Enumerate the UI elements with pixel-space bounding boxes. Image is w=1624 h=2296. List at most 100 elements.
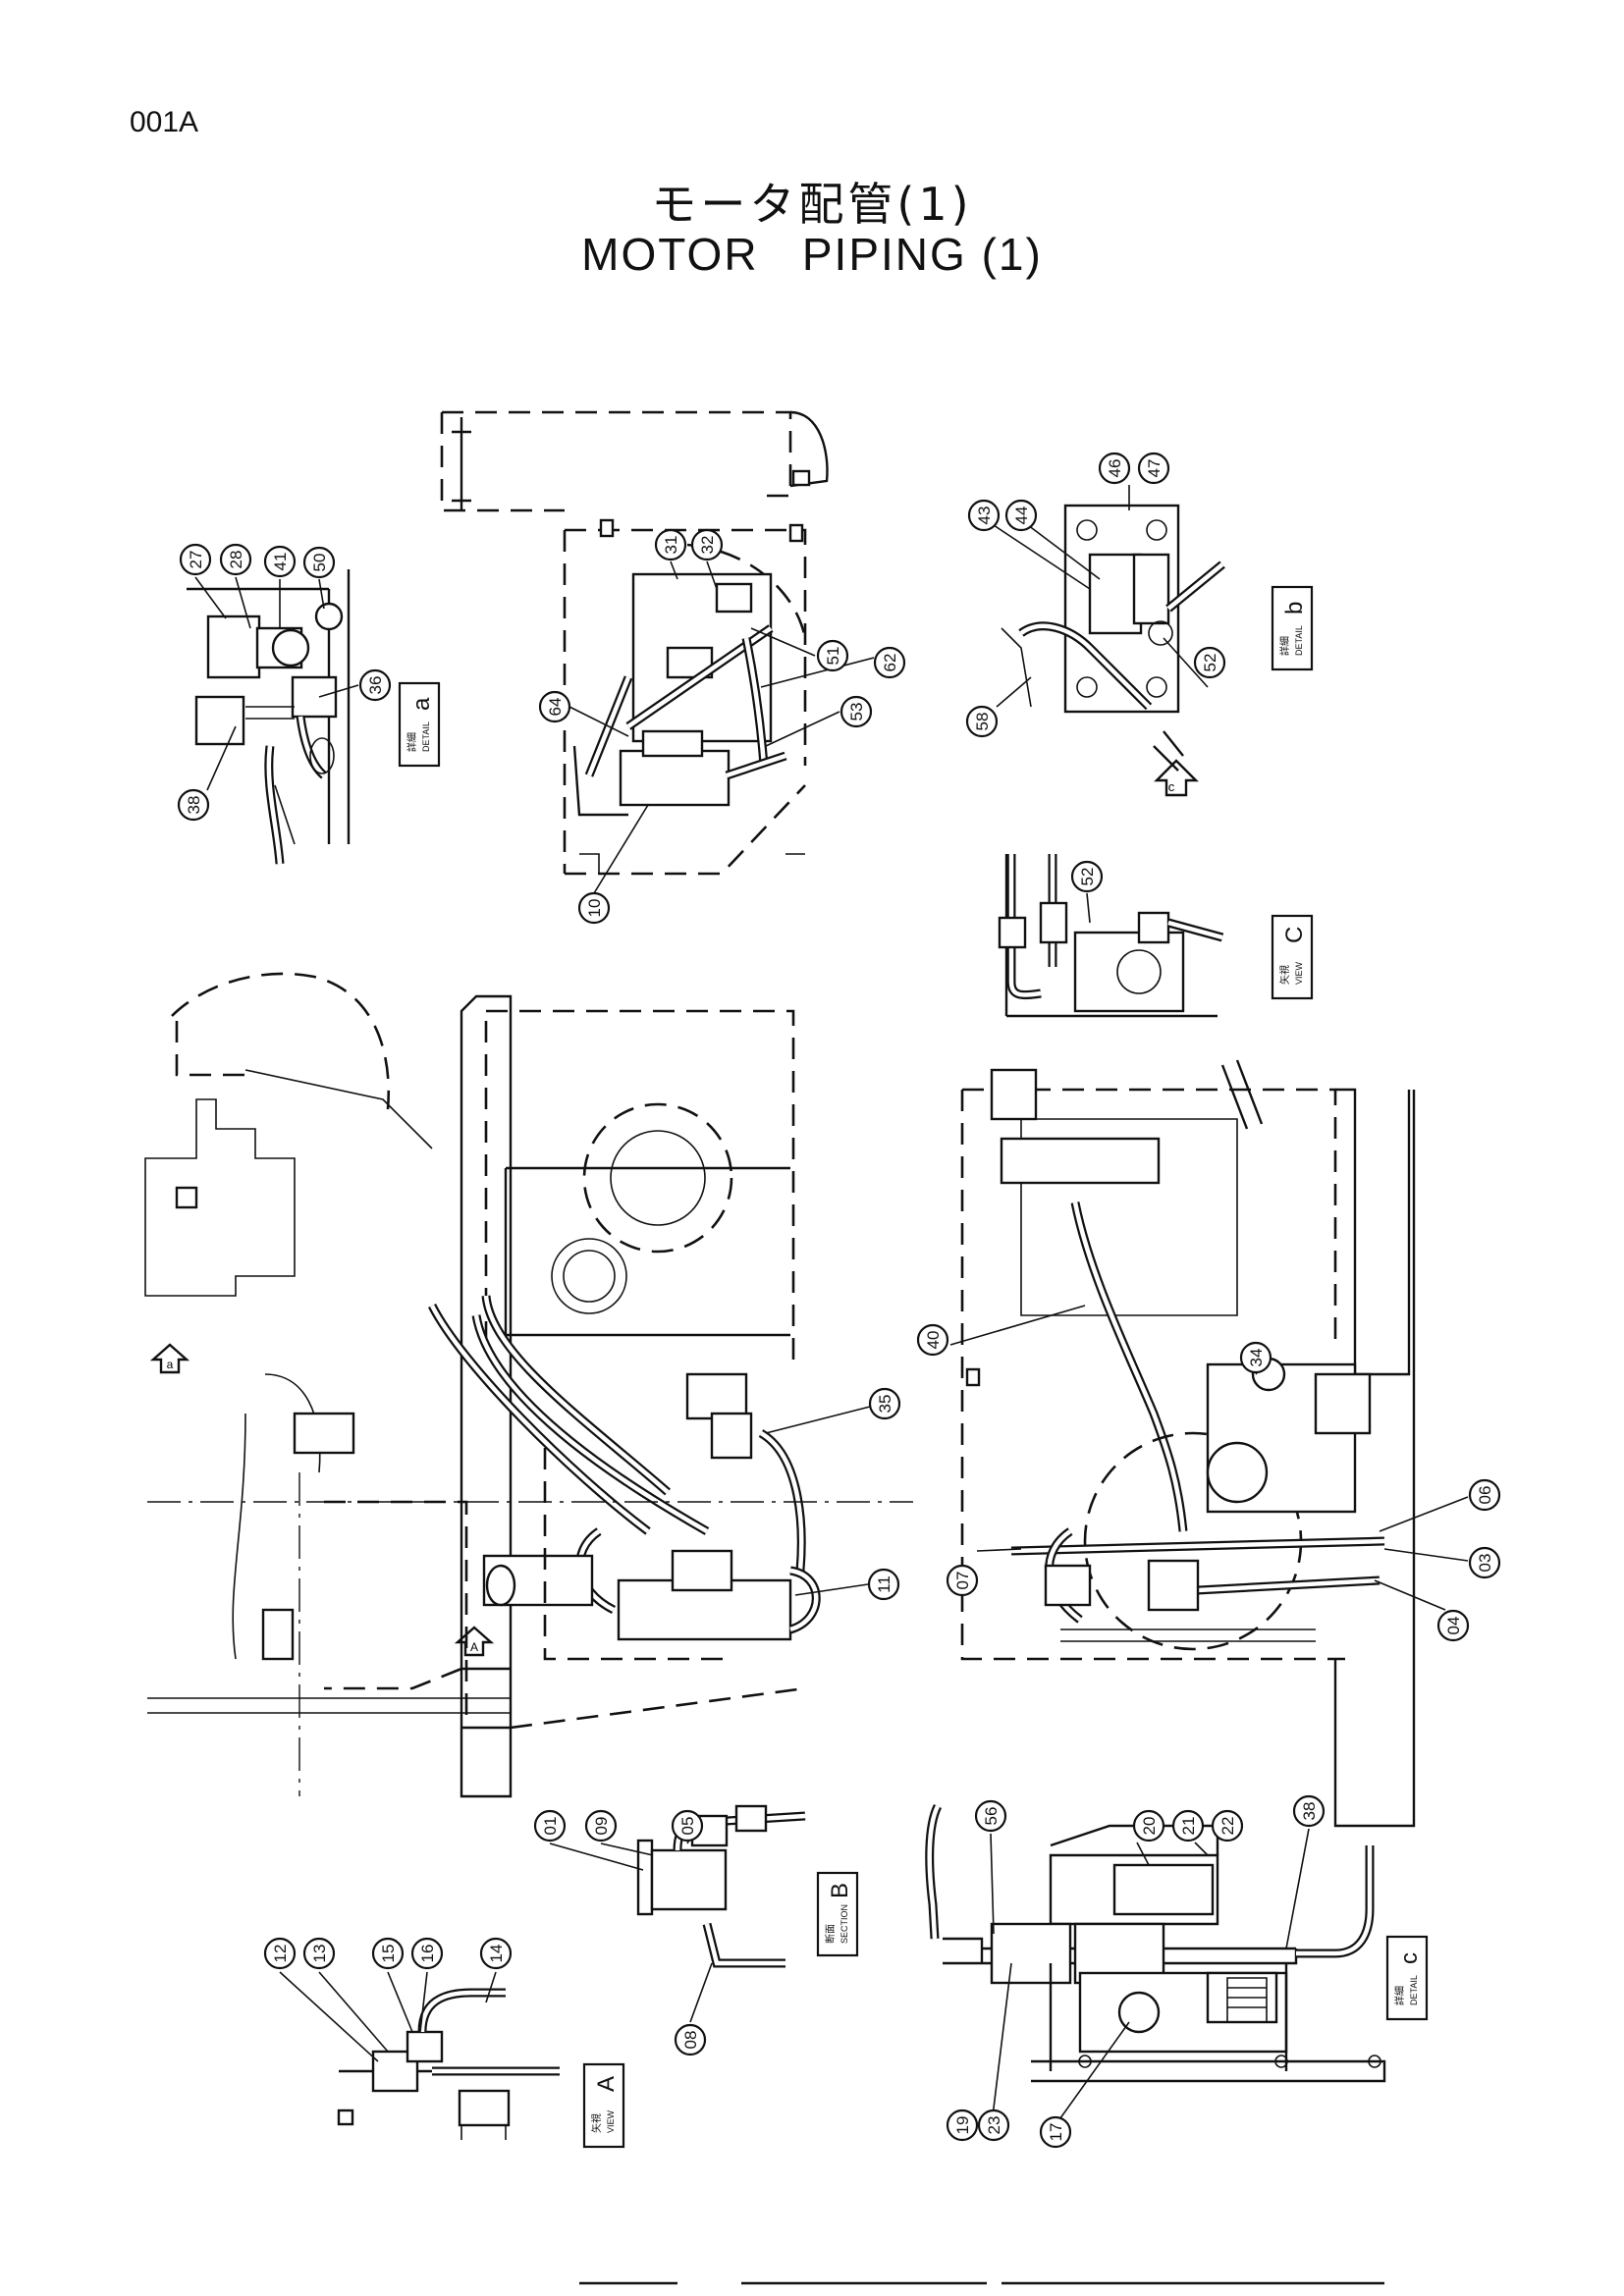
tag-detail-c: 詳細 DETAIL c [1385, 1935, 1429, 2021]
svg-text:03: 03 [1476, 1554, 1494, 1573]
callout-15: 15 [371, 1937, 405, 1970]
svg-text:28: 28 [227, 551, 245, 569]
callout-56: 56 [974, 1799, 1007, 1833]
leader-lines [194, 485, 1469, 2130]
callout-32: 32 [690, 528, 724, 561]
callout-05: 05 [671, 1809, 704, 1842]
svg-text:矢視: 矢視 [590, 2113, 603, 2133]
svg-text:断面: 断面 [824, 1924, 837, 1944]
svg-text:52: 52 [1201, 654, 1219, 672]
svg-text:23: 23 [985, 2116, 1003, 2135]
callout-62: 62 [873, 646, 906, 679]
svg-text:b: b [1281, 602, 1308, 614]
callout-36: 36 [358, 668, 392, 702]
view-a-drawing [337, 1988, 560, 2140]
svg-text:31: 31 [662, 536, 680, 555]
callout-28: 28 [219, 543, 252, 576]
svg-text:16: 16 [418, 1945, 437, 1963]
svg-text:20: 20 [1140, 1817, 1159, 1836]
callout-51: 51 [816, 639, 849, 672]
callout-46: 46 [1098, 452, 1131, 485]
svg-text:22: 22 [1218, 1817, 1237, 1836]
svg-text:62: 62 [881, 654, 899, 672]
svg-text:SECTION: SECTION [839, 1904, 849, 1944]
callout-31: 31 [654, 528, 687, 561]
svg-text:VIEW: VIEW [606, 2109, 616, 2133]
view-arrow-c-letter: c [1168, 779, 1175, 794]
svg-text:A: A [593, 2076, 620, 2092]
callout-12: 12 [263, 1937, 297, 1970]
callout-17: 17 [1039, 2115, 1072, 2149]
svg-text:10: 10 [585, 899, 604, 918]
svg-text:51: 51 [824, 647, 842, 666]
svg-text:C: C [1281, 927, 1308, 943]
detail-b-drawing: c [1001, 504, 1225, 797]
callout-21: 21 [1171, 1809, 1205, 1842]
callout-64: 64 [538, 690, 571, 723]
tag-view-a: 矢視 VIEW A [582, 2062, 625, 2149]
svg-text:DETAIL: DETAIL [421, 721, 431, 752]
callout-20: 20 [1132, 1809, 1165, 1842]
callout-50: 50 [302, 546, 336, 579]
callout-38-detail-a: 38 [177, 788, 210, 822]
right-main-drawing [960, 1059, 1416, 1828]
svg-text:17: 17 [1047, 2123, 1065, 2142]
callout-41: 41 [263, 545, 297, 578]
svg-text:34: 34 [1247, 1349, 1266, 1367]
tag-detail-b: 詳細 DETAIL b [1271, 585, 1314, 671]
svg-text:01: 01 [541, 1817, 560, 1836]
section-b-drawing [636, 1804, 806, 1968]
callout-38-detail-c: 38 [1292, 1794, 1326, 1828]
svg-text:B: B [827, 1883, 853, 1898]
callout-14: 14 [479, 1937, 513, 1970]
callout-03: 03 [1468, 1546, 1501, 1579]
callout-34: 34 [1239, 1341, 1272, 1374]
svg-text:44: 44 [1012, 507, 1031, 525]
callout-09: 09 [584, 1809, 618, 1842]
svg-text:c: c [1396, 1952, 1423, 1964]
callout-11: 11 [867, 1568, 900, 1601]
svg-text:56: 56 [982, 1807, 1001, 1826]
svg-text:46: 46 [1106, 459, 1124, 478]
callout-07: 07 [946, 1564, 979, 1597]
svg-text:64: 64 [546, 698, 565, 717]
svg-text:53: 53 [847, 703, 866, 721]
callout-40: 40 [916, 1323, 949, 1357]
page-code: 001A [130, 106, 199, 138]
main-center-drawing: a A [144, 972, 913, 1798]
svg-text:07: 07 [953, 1572, 972, 1590]
svg-text:21: 21 [1179, 1817, 1198, 1836]
svg-text:14: 14 [487, 1945, 506, 1963]
detail-a-drawing [187, 569, 351, 865]
tag-detail-a: 詳細 DETAIL a [398, 681, 441, 768]
svg-text:43: 43 [975, 507, 994, 525]
callout-10: 10 [577, 891, 611, 925]
svg-text:a: a [408, 697, 435, 711]
callout-19: 19 [946, 2109, 979, 2142]
callout-58: 58 [965, 705, 999, 738]
svg-text:32: 32 [698, 536, 717, 555]
callout-35: 35 [868, 1387, 901, 1420]
view-c-drawing [998, 854, 1224, 1018]
page-title-english: MOTOR PIPING (1) [581, 229, 1043, 280]
svg-text:40: 40 [924, 1331, 943, 1350]
callout-22: 22 [1211, 1809, 1244, 1842]
svg-text:13: 13 [310, 1945, 329, 1963]
svg-text:36: 36 [366, 676, 385, 695]
svg-text:50: 50 [310, 554, 329, 572]
callout-53: 53 [839, 695, 873, 728]
svg-text:47: 47 [1145, 459, 1164, 478]
svg-text:DETAIL: DETAIL [1294, 625, 1304, 656]
view-arrow-a-letter: a [167, 1358, 174, 1371]
svg-text:15: 15 [379, 1945, 398, 1963]
svg-text:38: 38 [185, 796, 203, 815]
callout-27: 27 [179, 543, 212, 576]
callout-01: 01 [533, 1809, 567, 1842]
callout-23: 23 [977, 2109, 1010, 2142]
callout-06: 06 [1468, 1478, 1501, 1512]
svg-text:35: 35 [876, 1395, 894, 1414]
svg-text:05: 05 [678, 1817, 697, 1836]
callout-44: 44 [1004, 499, 1038, 532]
callout-47: 47 [1137, 452, 1170, 485]
